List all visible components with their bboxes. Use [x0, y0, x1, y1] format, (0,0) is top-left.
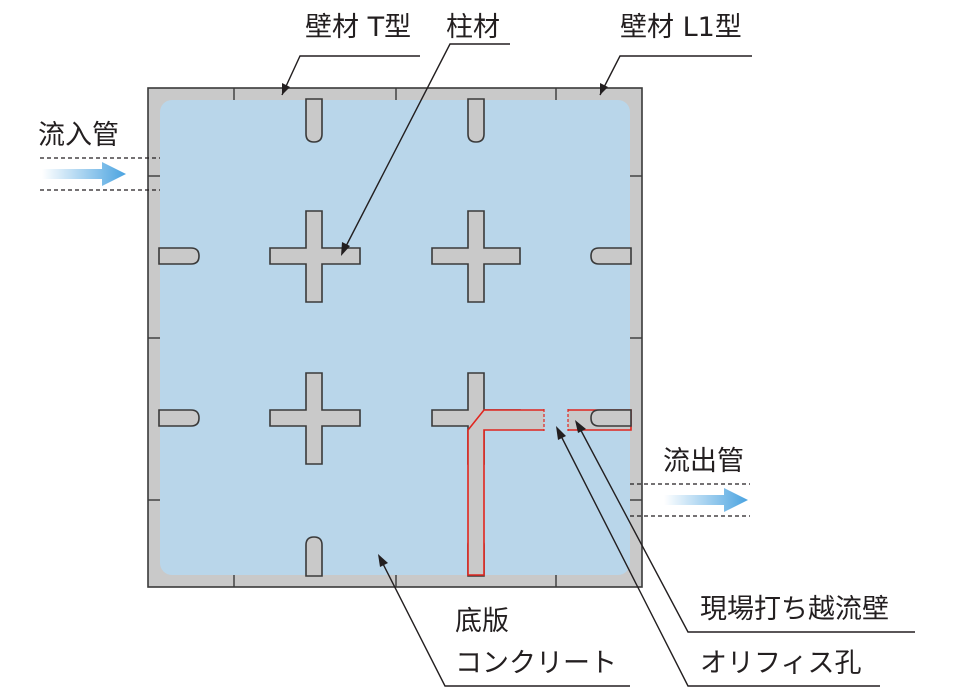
- leader-wall-l1-head: [600, 83, 608, 95]
- outflow-arrow-icon: [664, 488, 748, 512]
- label-wall-l1: 壁材 L1型: [620, 12, 742, 43]
- water-area: [160, 100, 630, 575]
- leader-wall-l1: [599, 55, 752, 96]
- wall-stub-right-2: [590, 409, 632, 427]
- column-3: [269, 372, 361, 465]
- leader-orifice-head: [556, 426, 566, 440]
- label-column: 柱材: [446, 12, 500, 43]
- label-outflow: 流出管: [663, 446, 744, 477]
- label-overflow-wall: 現場打ち越流壁: [700, 594, 889, 625]
- label-base-line2: コンクリート: [455, 648, 617, 679]
- label-wall-t: 壁材 T型: [305, 12, 411, 43]
- label-base-line1: 底版: [455, 606, 509, 637]
- orifice-hole: [544, 409, 568, 431]
- leader-orifice: [557, 429, 880, 687]
- wall-stub-top-2: [467, 98, 485, 143]
- leader-base-head: [378, 554, 388, 567]
- wall-stub-bottom-1: [305, 536, 323, 577]
- label-orifice: オリフィス孔: [700, 648, 861, 679]
- label-inflow: 流入管: [38, 120, 119, 151]
- column-1: [269, 210, 361, 303]
- inflow-arrow-icon: [42, 162, 126, 186]
- leader-overflow-wall-head: [575, 420, 586, 433]
- column-2: [431, 210, 521, 303]
- leader-column-head: [341, 242, 350, 256]
- wall-stub-top-1: [305, 98, 323, 143]
- wall-stub-right-1: [590, 247, 632, 265]
- leader-wall-t: [281, 55, 420, 96]
- leader-column: [342, 43, 510, 253]
- leader-wall-t-head: [282, 83, 290, 95]
- leader-overflow-wall: [576, 422, 915, 633]
- wall-stub-left-1: [158, 247, 200, 265]
- wall-stub-left-2: [158, 409, 200, 427]
- leader-base: [379, 557, 630, 687]
